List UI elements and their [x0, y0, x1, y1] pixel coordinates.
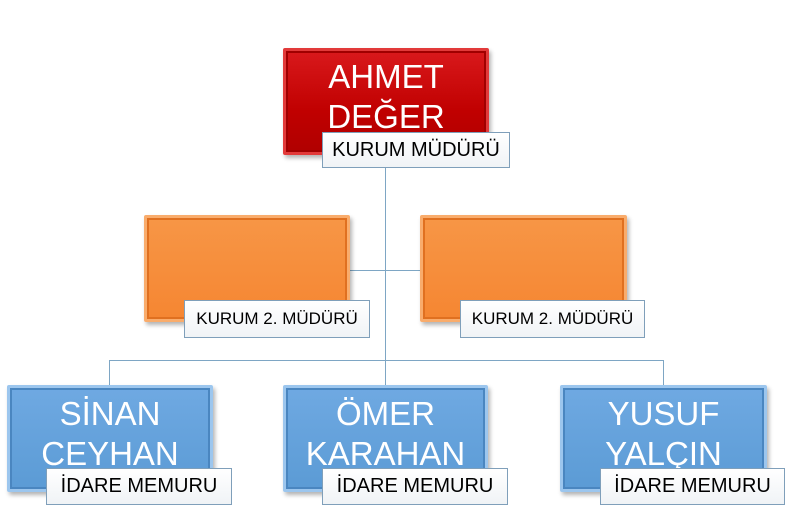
- connector-assistants: [350, 270, 420, 271]
- connector-staff-horizontal: [109, 360, 664, 361]
- node-name: ÖMER KARAHAN: [305, 395, 466, 472]
- connector-staff-left: [109, 360, 110, 385]
- node-title-label[interactable]: KURUM 2. MÜDÜRÜ: [460, 300, 645, 338]
- node-title-label[interactable]: İDARE MEMURU: [600, 468, 785, 505]
- node-title-label[interactable]: KURUM 2. MÜDÜRÜ: [184, 300, 370, 338]
- node-name: SİNAN CEYHAN: [41, 395, 179, 472]
- connector-main-vertical: [385, 167, 386, 385]
- node-name: YUSUF YALÇIN: [605, 395, 722, 472]
- node-title-label[interactable]: KURUM MÜDÜRÜ: [322, 132, 510, 168]
- node-staff-3[interactable]: YUSUF YALÇIN: [560, 385, 767, 492]
- node-title-label[interactable]: İDARE MEMURU: [46, 468, 232, 505]
- node-title-label[interactable]: İDARE MEMURU: [322, 468, 508, 505]
- connector-staff-right: [663, 360, 664, 385]
- node-name: AHMET DEĞER: [327, 58, 445, 135]
